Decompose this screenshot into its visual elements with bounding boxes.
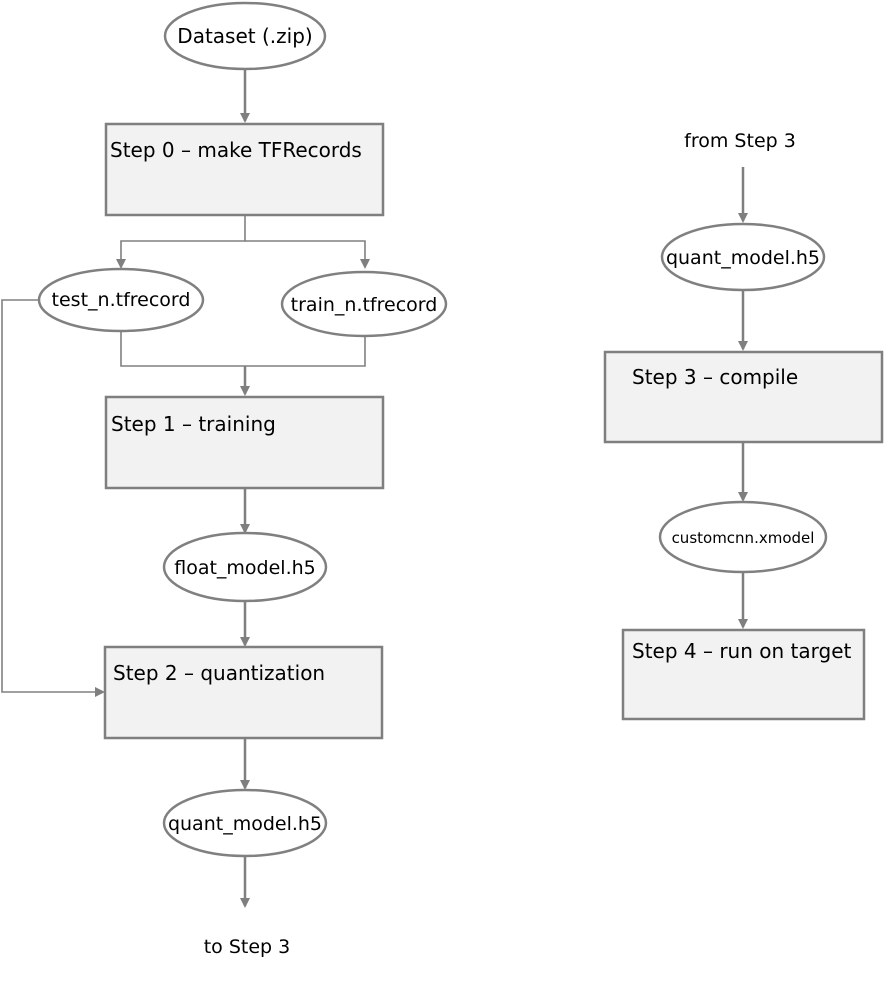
float-model-ellipse [162,531,328,603]
step2-node: Step 2 – quantization [103,645,384,740]
float-model-label: float_model.h5 [174,557,316,579]
step4-box [621,628,866,721]
test-file-ellipse [37,267,205,333]
dataset-label: Dataset (.zip) [177,24,312,48]
xmodel-ellipse [658,500,828,574]
train-file-ellipse [280,270,448,338]
step4-label: Step 4 – run on target [632,639,852,663]
right-quant-model-ellipse [660,222,826,292]
test-file-node: test_n.tfrecord [37,267,205,333]
train-file-node: train_n.tfrecord [280,270,448,338]
dataset-node: Dataset (.zip) [163,1,327,71]
xmodel-label: customcnn.xmodel [672,529,815,547]
step1-node: Step 1 – training [104,395,385,490]
step1-box [104,395,385,490]
float-model-node: float_model.h5 [162,531,328,603]
xmodel-node: customcnn.xmodel [658,500,828,574]
test-file-label: test_n.tfrecord [52,289,191,311]
from-step3-label: from Step 3 [684,130,796,152]
step3-node: Step 3 – compile [603,350,884,444]
to-step3-label: to Step 3 [204,936,291,958]
step0-box [104,122,385,217]
step3-box [603,350,884,444]
arrow-step0-to-test [116,215,246,269]
left-flow-connectors [1,70,370,908]
arrow-step0-to-train [245,240,370,269]
step2-box [103,645,384,740]
right-quant-model-label: quant_model.h5 [666,247,820,269]
quant-model-ellipse [162,788,328,858]
step2-label: Step 2 – quantization [113,661,325,685]
step1-label: Step 1 – training [111,412,276,436]
quant-model-node: quant_model.h5 [162,788,328,858]
step0-label: Step 0 – make TFRecords [110,138,362,162]
arrow-test-to-step2 [1,299,105,697]
connector-test-train-merge [120,331,366,367]
dataset-ellipse [163,1,327,71]
step3-label: Step 3 – compile [632,365,798,389]
step0-node: Step 0 – make TFRecords [104,122,385,217]
quant-model-label: quant_model.h5 [168,813,322,835]
right-quant-model-node: quant_model.h5 [660,222,826,292]
train-file-label: train_n.tfrecord [291,294,438,316]
step4-node: Step 4 – run on target [621,628,866,721]
